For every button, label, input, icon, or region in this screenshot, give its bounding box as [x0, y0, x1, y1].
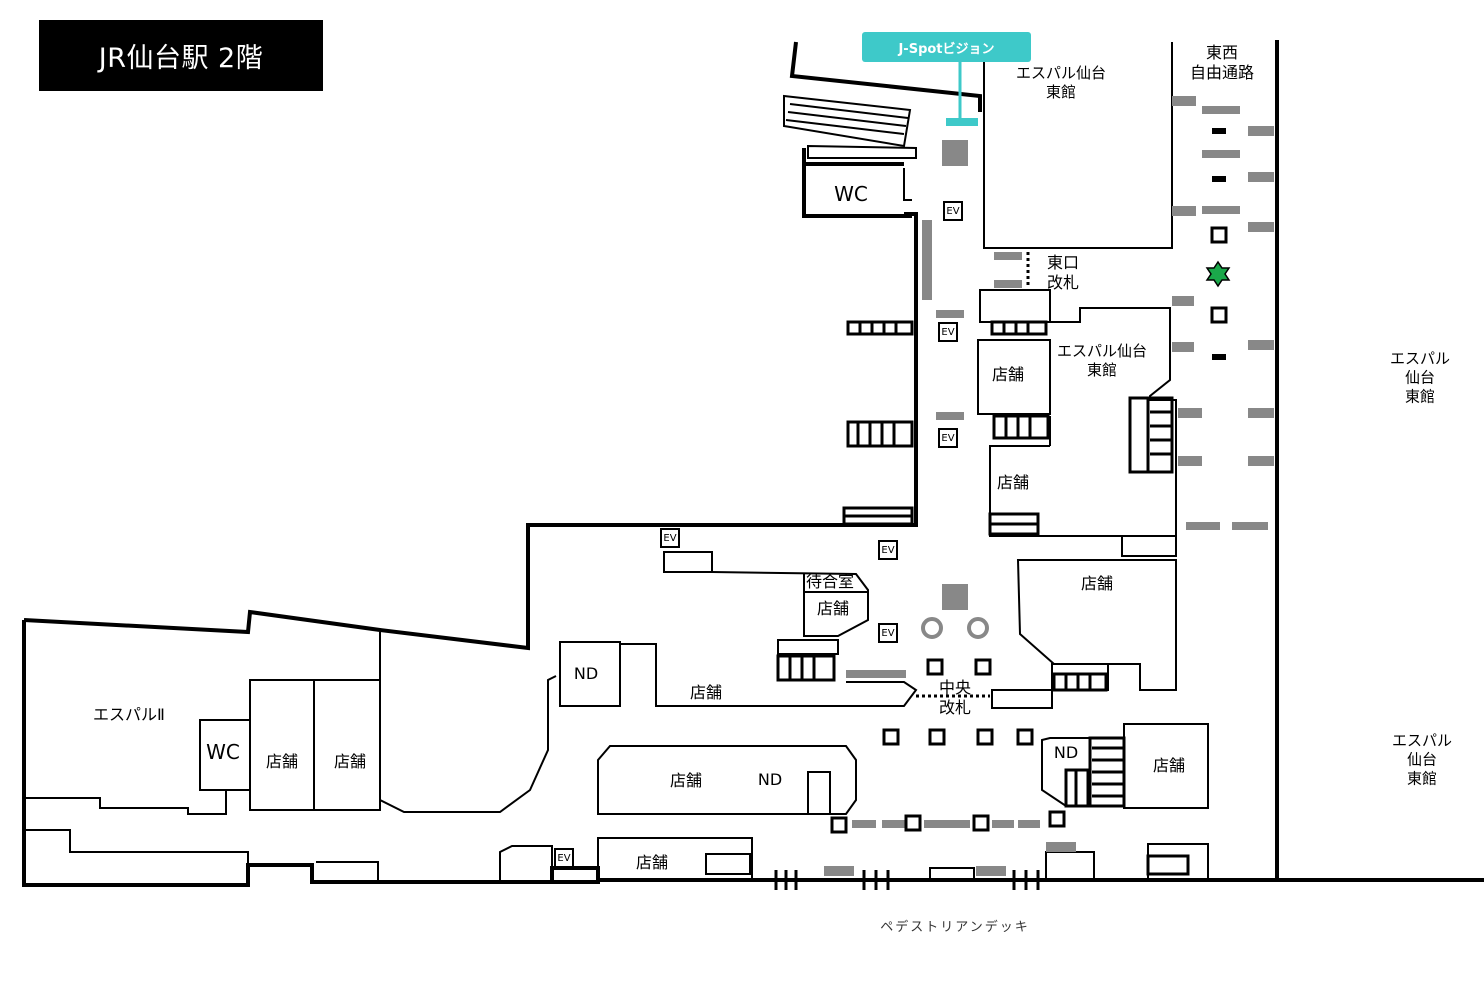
shop-label: 店舗: [816, 599, 850, 618]
label-espal-east-top: エスパル仙台 東館: [1015, 64, 1107, 101]
label-pedestrian-deck: ペデストリアンデッキ: [880, 920, 1030, 935]
jspot-vision-callout[interactable]: J-Spotビジョン: [862, 32, 1031, 62]
stairs-east-gate: [990, 320, 1048, 336]
nd-label: ND: [1053, 743, 1079, 762]
west-bottom-outline: [22, 620, 600, 887]
page-title: JR仙台駅 2階: [39, 20, 323, 91]
stairs-lower-east: [1088, 736, 1126, 808]
label-east-gate: 東口 改札: [1046, 253, 1080, 292]
shop-label: 店舗: [635, 853, 669, 872]
west-building-outline: [23, 212, 918, 651]
shop-label: 店舗: [689, 683, 723, 702]
nd-label: ND: [573, 664, 599, 683]
nd-label: ND: [757, 770, 783, 789]
elevator-icon[interactable]: EV: [938, 322, 958, 342]
wc-label-west: WC: [206, 740, 240, 764]
escalator-north: [783, 94, 912, 148]
label-waiting-room: 待合室: [805, 572, 855, 591]
espal-east-top-block: [983, 42, 1173, 249]
label-east-west-passage: 東西 自由通路: [1189, 43, 1255, 82]
stairs-west-3: [842, 506, 914, 526]
stairs-west-1: [846, 320, 914, 336]
stairs-shop-mid: [992, 414, 1050, 440]
label-central-gate: 中央 改札: [938, 678, 972, 717]
elevator-icon[interactable]: EV: [554, 848, 574, 868]
stairs-central-east: [1052, 672, 1108, 692]
elevator-icon[interactable]: EV: [943, 201, 963, 221]
shop-lower-center: [597, 745, 857, 815]
label-espal-east-right-1: エスパル仙台 東館: [1389, 349, 1450, 406]
stairs-central-west: [776, 654, 836, 682]
escalator-east: [1128, 396, 1174, 474]
label-espal-2: エスパルⅡ: [93, 705, 165, 724]
current-location-star-icon: [1205, 260, 1231, 288]
elevator-icon[interactable]: EV: [938, 428, 958, 448]
pillar-icon: [942, 140, 968, 166]
shop-label: 店舗: [669, 771, 703, 790]
shop-label: 店舗: [1152, 756, 1186, 775]
shop-label: 店舗: [333, 752, 367, 771]
elevator-icon[interactable]: EV: [660, 528, 680, 548]
shop-label: 店舗: [265, 752, 299, 771]
elevator-icon[interactable]: EV: [878, 540, 898, 560]
label-espal-east-mid: エスパル仙台 東館: [1056, 342, 1148, 379]
elevator-icon[interactable]: EV: [878, 623, 898, 643]
label-espal-east-right-2: エスパル仙台 東館: [1391, 731, 1452, 788]
shop-label: 店舗: [991, 365, 1025, 384]
shop-central-east: [1016, 559, 1177, 691]
stairs-west-2: [846, 420, 914, 448]
shop-label: 店舗: [1080, 574, 1114, 593]
wc-label-north: WC: [834, 182, 868, 206]
shop-label: 店舗: [996, 473, 1030, 492]
